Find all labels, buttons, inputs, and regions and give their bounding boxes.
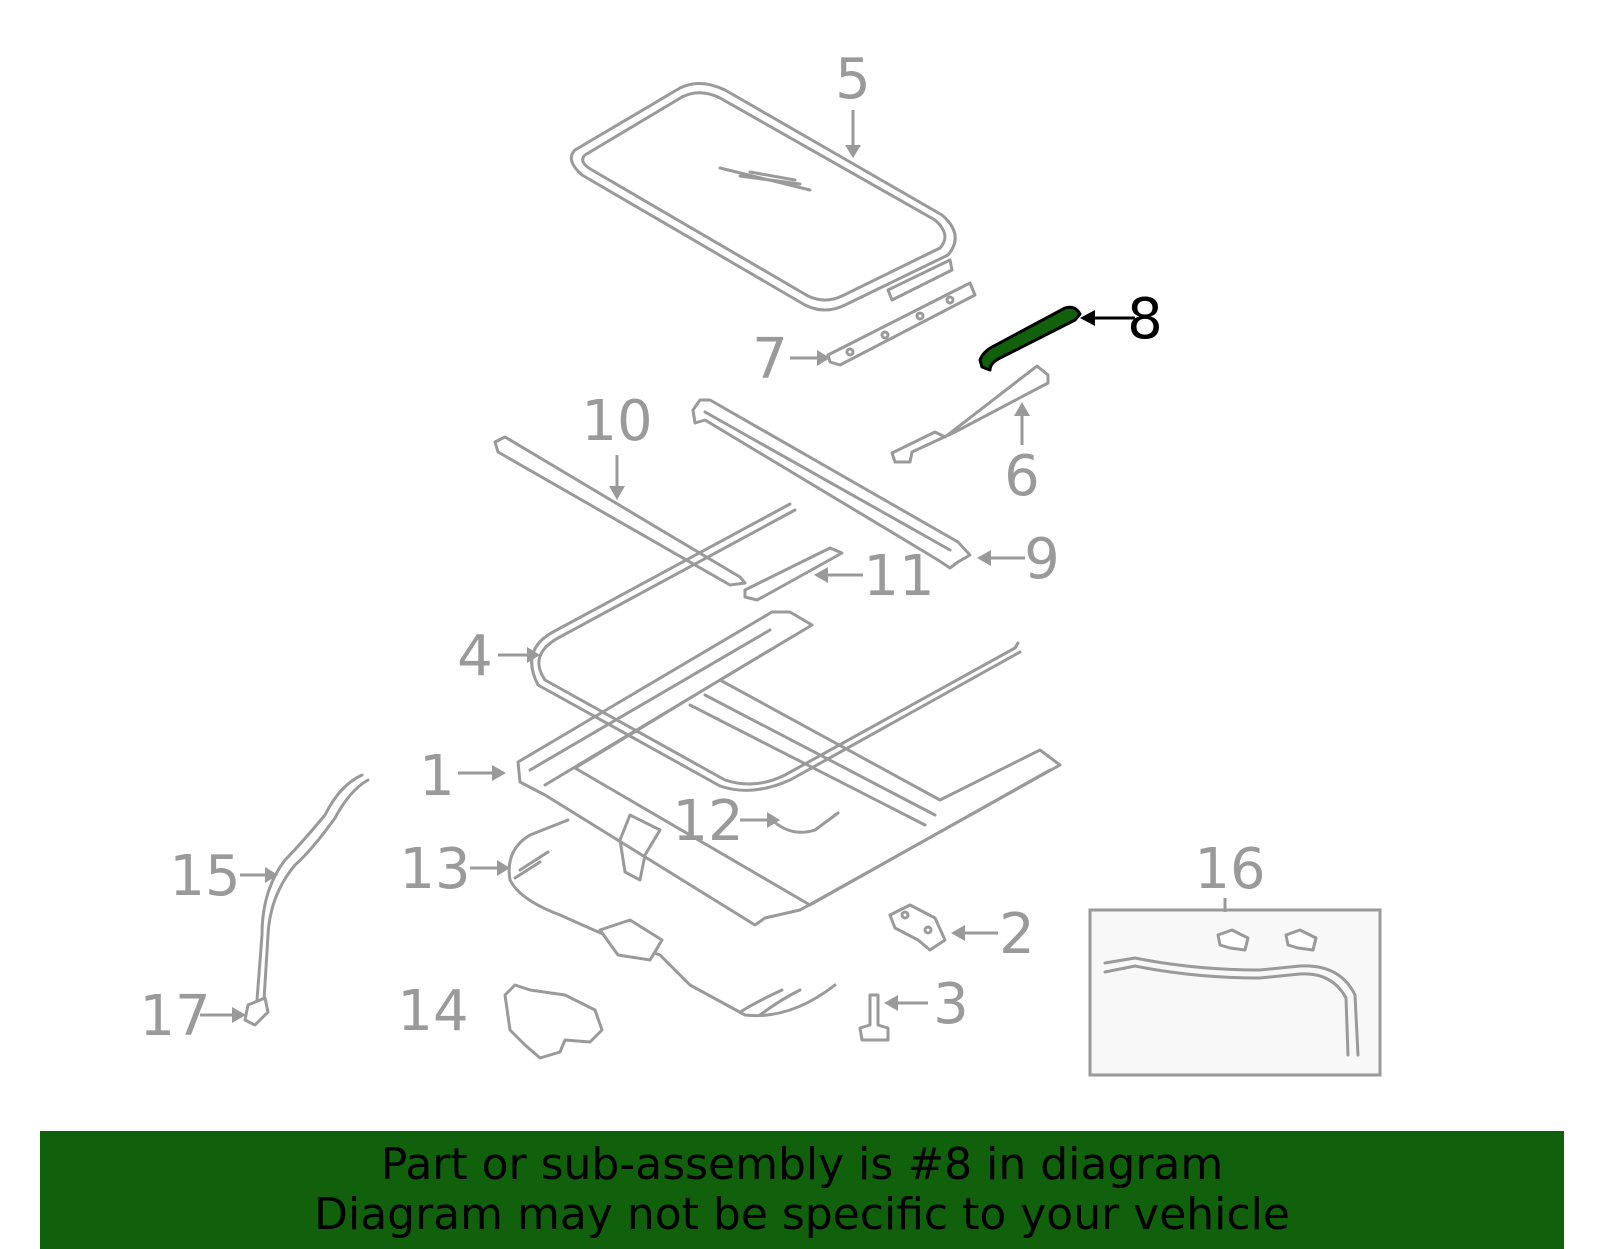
part-13-motor-cable bbox=[507, 818, 837, 1018]
callout-8-highlighted: 8 bbox=[1127, 287, 1163, 352]
part-9-rear-rail bbox=[691, 398, 972, 570]
part-5-glass-panel bbox=[569, 82, 957, 312]
part-16-inset bbox=[1088, 908, 1382, 1077]
part-10-front-trim bbox=[493, 435, 747, 587]
callout-9: 9 bbox=[1024, 527, 1060, 592]
footer-banner: Part or sub-assembly is #8 in diagram Di… bbox=[40, 1131, 1564, 1249]
footer-line-disclaimer: Diagram may not be specific to your vehi… bbox=[314, 1189, 1290, 1240]
callout-4: 4 bbox=[457, 624, 493, 689]
callout-12: 12 bbox=[672, 789, 743, 854]
callout-10: 10 bbox=[581, 389, 652, 454]
callout-6: 6 bbox=[1004, 444, 1040, 509]
part-17-drain-clip bbox=[243, 996, 270, 1027]
callout-16: 16 bbox=[1194, 837, 1265, 902]
callout-7: 7 bbox=[752, 327, 788, 392]
callout-2: 2 bbox=[999, 902, 1035, 967]
part-6-deflector-bracket bbox=[890, 364, 1050, 464]
callout-leaders bbox=[200, 110, 1227, 1023]
callout-15: 15 bbox=[169, 844, 240, 909]
callout-3: 3 bbox=[933, 972, 969, 1037]
part-7-rail-bracket bbox=[826, 281, 977, 367]
part-3-bolt bbox=[858, 993, 890, 1042]
callout-14: 14 bbox=[397, 979, 468, 1044]
footer-line-part-note: Part or sub-assembly is #8 in diagram bbox=[380, 1139, 1224, 1190]
part-2-bracket bbox=[888, 903, 947, 952]
part-1-frame bbox=[516, 610, 1062, 927]
part-12-hose bbox=[768, 811, 840, 834]
callout-11: 11 bbox=[863, 544, 934, 609]
part-8-highlighted-seal bbox=[978, 305, 1082, 372]
callout-labels: 5 8 7 10 6 9 11 4 1 12 15 13 16 2 3 17 1… bbox=[139, 47, 1265, 1049]
part-15-drain-tube bbox=[255, 773, 370, 1002]
callout-13: 13 bbox=[399, 837, 470, 902]
part-14-motor bbox=[503, 983, 604, 1060]
part-11-clip bbox=[743, 546, 844, 602]
callout-5: 5 bbox=[835, 47, 871, 112]
callout-1: 1 bbox=[419, 744, 455, 809]
callout-17: 17 bbox=[139, 984, 210, 1049]
